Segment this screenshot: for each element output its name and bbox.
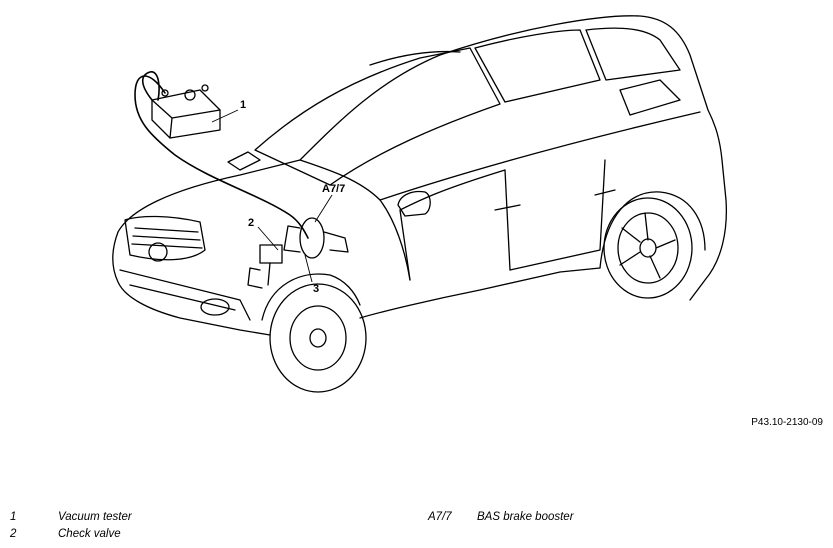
leader-line-1 [211, 109, 239, 123]
wheels [261, 191, 706, 393]
leader-line-3 [304, 254, 313, 283]
callout-a77: A7/7 [322, 183, 345, 195]
leader-line-a77 [314, 194, 333, 223]
legend-item-2: 2 Check valve [10, 528, 310, 544]
side-mirror [397, 190, 431, 217]
brake-booster [283, 217, 349, 259]
callout-2: 2 [248, 217, 254, 229]
check-valve [247, 244, 283, 289]
legend-number: 1 [10, 511, 17, 523]
windows [254, 27, 681, 186]
vacuum-hose [134, 71, 309, 239]
leader-line-2 [257, 226, 279, 251]
legend-item-a77: A7/7 BAS brake booster [428, 511, 728, 527]
front-end [119, 151, 261, 321]
callout-3: 3 [313, 283, 319, 295]
callout-1: 1 [240, 99, 246, 111]
figure-reference-code: P43.10-2130-09 [751, 417, 823, 428]
legend-text: Vacuum tester [58, 511, 132, 523]
legend-text: BAS brake booster [477, 511, 574, 523]
legend-number: 2 [10, 528, 17, 540]
legend-item-1: 1 Vacuum tester [10, 511, 310, 527]
doors [399, 159, 616, 281]
vehicle-illustration: 1 2 3 A7/7 [112, 15, 728, 393]
vacuum-tester [151, 84, 221, 139]
legend-number: A7/7 [428, 511, 452, 523]
car-body-outline [112, 15, 728, 336]
legend-text: Check valve [58, 528, 121, 540]
